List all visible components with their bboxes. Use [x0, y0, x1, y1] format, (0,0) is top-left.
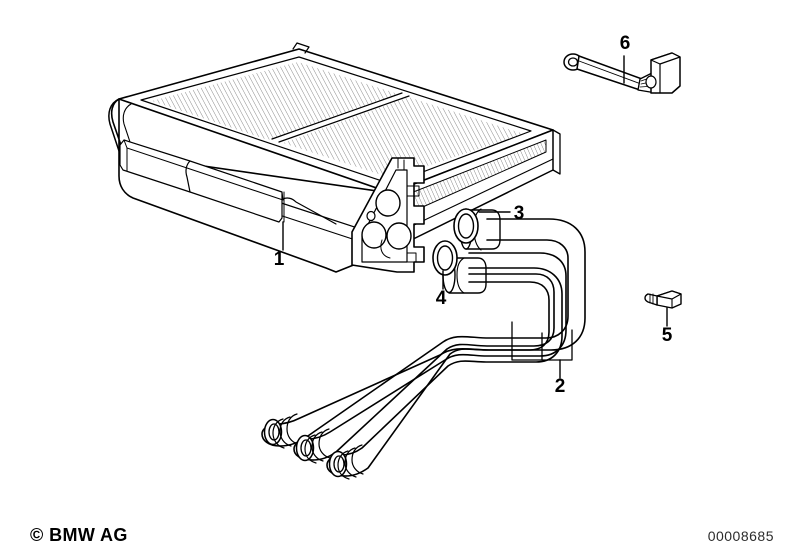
- callout-label-4: 4: [436, 288, 447, 309]
- o-ring-upper-inner: [457, 213, 475, 239]
- hose-b-top-edge: [307, 252, 567, 440]
- hose-c-bottom-edge: [345, 281, 550, 477]
- bolt-head-top: [656, 290, 682, 300]
- hose-b-bottom-edge: [312, 273, 555, 461]
- clamp-body-top: [650, 52, 681, 65]
- hose-c-top-edge: [340, 267, 563, 456]
- hose-end-b: [293, 428, 331, 464]
- clamp-arm-crease: [578, 60, 642, 85]
- radiator-top-rib-a: [271, 92, 403, 140]
- connector-hole-lower-right: [386, 222, 412, 250]
- page-footer: © BMW AG 00008685: [0, 519, 799, 559]
- callout-label-1: 1: [274, 249, 285, 270]
- callout-label-3: 3: [514, 203, 525, 224]
- callout-leaders: [282, 55, 668, 379]
- water-hose-bundle: [261, 208, 586, 480]
- connector-hole-upper: [375, 189, 401, 217]
- radiator-left-nose-inner: [122, 103, 133, 149]
- drawing-number: 00008685: [707, 528, 774, 544]
- o-ring-lower-inner: [436, 245, 454, 271]
- radiator-fins-right: [283, 97, 524, 178]
- radiator-fins-left: [152, 62, 398, 140]
- hose-end-a: [261, 413, 299, 449]
- radiator-top-tab: [292, 42, 310, 54]
- radiator-side-slot: [119, 139, 283, 223]
- clamp-pivot: [645, 75, 657, 89]
- radiator-lip-left: [185, 160, 191, 193]
- hex-bolt: [644, 290, 682, 309]
- connector-hole-small: [366, 210, 376, 222]
- connector-plate-foot: [406, 252, 417, 263]
- callout-labels: 1 2 3 4 5 6: [274, 33, 673, 397]
- callout-label-2: 2: [555, 376, 566, 397]
- retaining-clamp: [563, 52, 681, 94]
- radiator-side-slot-inner: [123, 139, 284, 201]
- radiator-top-rib-b: [278, 95, 410, 143]
- bolt-shank: [644, 293, 658, 306]
- hose-a-bottom-edge: [279, 239, 569, 447]
- hose-a-top-edge: [276, 218, 586, 425]
- callout-label-5: 5: [662, 325, 673, 346]
- hose-end-c: [326, 444, 364, 480]
- clamp-eyelet-hole: [567, 57, 579, 67]
- connector-plate-step: [406, 185, 420, 197]
- connector-hole-lower-left: [361, 221, 387, 249]
- o-ring-seals: [432, 208, 479, 276]
- radiator-right-end-cap: [552, 129, 561, 175]
- radiator-connector-plate: [351, 157, 425, 273]
- connector-hole-shadow: [380, 239, 391, 259]
- heater-radiator: [108, 42, 561, 273]
- clamp-arm: [576, 55, 643, 91]
- copyright-notice: © BMW AG: [30, 525, 128, 545]
- callout-label-6: 6: [620, 33, 631, 54]
